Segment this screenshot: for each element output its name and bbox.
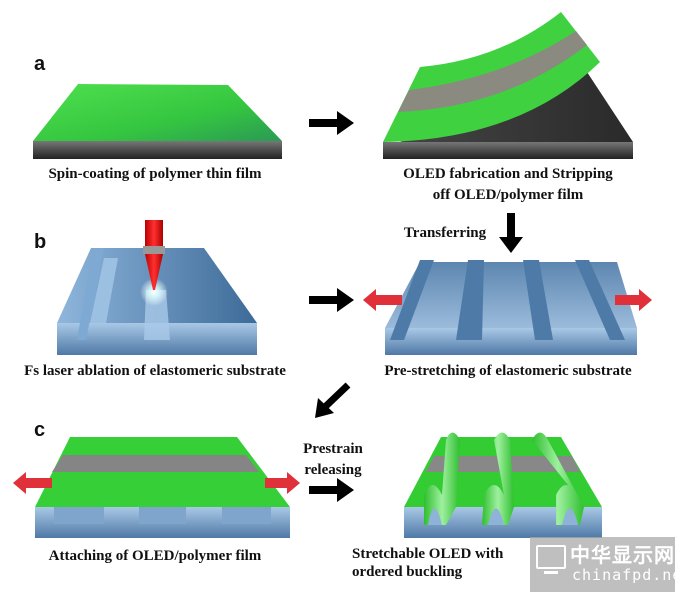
watermark-site: chinafpd.net bbox=[572, 566, 675, 584]
buckle-arch bbox=[482, 432, 514, 525]
caption-stretchable-oled: Stretchable OLED with ordered buckling bbox=[352, 546, 504, 580]
stretch-arrow-right-icon bbox=[615, 289, 652, 311]
caption-laser-ablation: Fs laser ablation of elastomeric substra… bbox=[24, 363, 286, 379]
buckle-arch bbox=[532, 432, 584, 525]
caption-stripping: off OLED/polymer film bbox=[433, 187, 584, 203]
panel-label-c: c bbox=[34, 419, 45, 441]
laser-beam-icon bbox=[143, 220, 165, 290]
attached-oled-film bbox=[35, 437, 290, 538]
laser-ablation-substrate bbox=[57, 248, 257, 355]
buckle-arch bbox=[424, 432, 460, 525]
monitor-icon bbox=[536, 545, 566, 574]
arrow-right-icon bbox=[309, 478, 354, 502]
stretch-arrow-left-icon bbox=[13, 472, 52, 494]
releasing-label: releasing bbox=[304, 462, 362, 478]
oled-stripping-illustration bbox=[383, 12, 633, 159]
caption-spin-coating: Spin-coating of polymer thin film bbox=[48, 166, 262, 182]
watermark: 中华显示网 chinafpd.net bbox=[530, 537, 675, 592]
prestrain-label: Prestrain bbox=[303, 441, 363, 457]
arrow-right-icon bbox=[309, 111, 354, 135]
watermark-chinese: 中华显示网 bbox=[570, 543, 675, 567]
panel-label-a: a bbox=[34, 53, 46, 75]
arrow-down-left-icon bbox=[315, 382, 351, 418]
panel-label-b: b bbox=[34, 231, 46, 253]
arrow-right-icon bbox=[309, 288, 354, 312]
buckled-oled bbox=[404, 432, 602, 538]
caption-attaching: Attaching of OLED/polymer film bbox=[49, 548, 262, 564]
transferring-label: Transferring bbox=[404, 225, 487, 241]
prestretched-substrate bbox=[385, 260, 637, 355]
stretch-arrow-right-icon bbox=[265, 472, 300, 494]
polymer-film-slab bbox=[33, 84, 282, 159]
arrow-down-icon bbox=[499, 213, 523, 253]
stretch-arrow-left-icon bbox=[363, 289, 402, 311]
caption-oled-fabrication: OLED fabrication and Stripping bbox=[403, 166, 613, 182]
caption-pre-stretching: Pre-stretching of elastomeric substrate bbox=[384, 363, 632, 379]
